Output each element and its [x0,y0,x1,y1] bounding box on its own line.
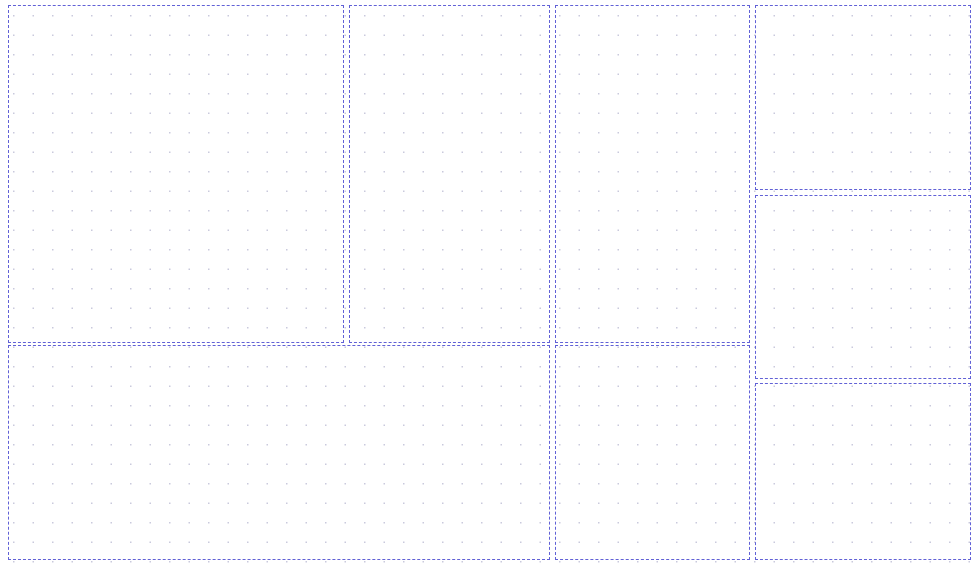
section-vcc-cutoff [555,345,750,560]
section-power-select-regulator [8,345,550,560]
section-manual-rgb-switch [755,5,971,190]
section-nrf52840 [8,5,344,343]
section-extra-pins-breakout [755,195,971,379]
section-usb [349,5,550,343]
section-battery-charger [555,5,750,343]
section-status-led [755,383,971,560]
